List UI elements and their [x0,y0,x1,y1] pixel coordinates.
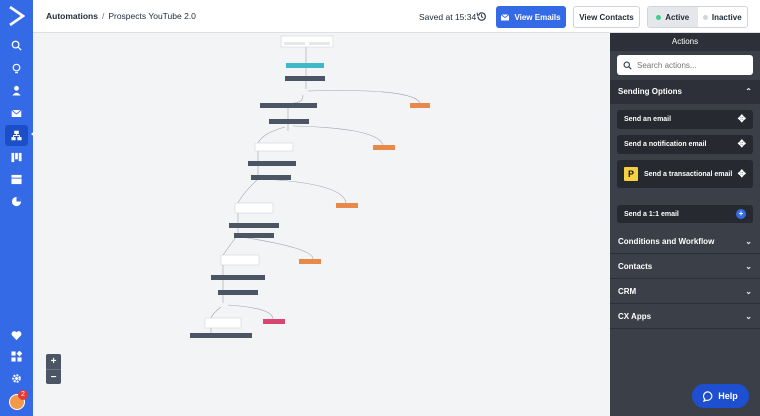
help-label: Help [718,391,738,401]
goal-node[interactable] [263,319,285,324]
pipeline-icon[interactable] [5,147,28,168]
left-nav: 2 [0,0,33,416]
chevron-down-icon: ⌄ [745,287,752,296]
action-search[interactable] [617,55,753,75]
action-node[interactable] [229,223,279,228]
inactive-dot-icon [702,14,708,20]
automation-name[interactable]: Prospects YouTube 2.0 [108,11,196,21]
drag-move-icon[interactable]: ✥ [737,168,746,180]
trigger-node[interactable] [280,35,334,48]
status-toggle: Active Inactive [647,6,748,28]
action-node[interactable] [218,290,258,295]
action-node[interactable] [234,233,274,238]
action-node[interactable] [285,76,325,81]
view-emails-label: View Emails [514,12,561,22]
actions-panel: Actions Sending Options⌃ Send an email✥ … [610,33,760,416]
status-active-label: Active [665,12,690,22]
status-inactive-label: Inactive [711,12,742,22]
chevron-down-icon: ⌄ [745,262,752,271]
workflow-diagram [190,35,430,338]
condition-branch-node[interactable] [336,203,358,208]
wait-node[interactable] [234,202,274,214]
action-card-label: Send a 1:1 email [624,210,679,218]
chevron-down-icon: ⌄ [745,312,752,321]
panel-title: Actions [610,33,760,51]
action-node[interactable] [251,175,291,180]
search-icon[interactable] [5,35,28,56]
condition-branch-node[interactable] [410,103,430,108]
heart-icon[interactable] [5,325,28,346]
contacts-icon[interactable] [5,80,28,101]
action-card-send-email[interactable]: Send an email ✥ [617,110,753,129]
chat-bubble-icon [703,390,713,402]
section-label: CRM [618,287,637,296]
condition-branch-node[interactable] [373,145,395,150]
action-card-send-transactional[interactable]: P Send a transactional email ✥ [617,160,753,188]
notification-badge: 2 [18,390,28,400]
email-icon[interactable] [5,103,28,124]
breadcrumb: Automations/Prospects YouTube 2.0 [46,11,196,21]
wait-node[interactable] [254,142,294,152]
wait-node[interactable] [204,317,242,329]
section-label: Conditions and Workflow [618,237,715,246]
section-contacts[interactable]: Contacts ⌄ [610,255,760,279]
top-bar: Automations/Prospects YouTube 2.0 Saved … [33,0,760,33]
action-node[interactable] [260,103,317,108]
action-card-send-notification[interactable]: Send a notification email ✥ [617,135,753,154]
drag-move-icon[interactable]: ✥ [737,114,746,125]
search-actions-input[interactable] [637,60,747,70]
status-active-option[interactable]: Active [648,7,698,27]
action-card-label: Send a notification email [624,141,707,148]
zoom-in-button[interactable]: + [50,356,57,367]
end-node[interactable] [190,333,252,338]
drag-move-icon[interactable]: ✥ [737,139,746,150]
condition-branch-node[interactable] [299,259,321,264]
history-icon[interactable] [476,11,487,22]
automations-icon[interactable] [5,125,28,146]
status-inactive-option[interactable]: Inactive [698,7,748,27]
chevron-up-icon: ⌃ [745,87,752,96]
action-card-label: Send an email [624,116,672,123]
zoom-controls: + − [46,354,61,384]
section-sending-options[interactable]: Sending Options ⌃ [610,80,760,104]
search-icon [623,60,632,70]
breadcrumb-separator: / [101,11,105,21]
action-node[interactable] [248,161,296,166]
add-plus-icon[interactable]: + [736,209,746,219]
section-crm[interactable]: CRM ⌄ [610,280,760,304]
view-emails-button[interactable]: View Emails [496,6,566,28]
lightbulb-icon[interactable] [5,58,28,79]
chevron-down-icon: ⌄ [745,237,752,246]
wait-node[interactable] [220,254,260,266]
action-node[interactable] [269,119,309,124]
forms-icon[interactable] [5,169,28,190]
settings-icon[interactable] [5,368,28,389]
section-label: Sending Options [618,87,682,96]
saved-status: Saved at 15:34 [419,12,477,22]
action-node[interactable] [211,275,265,280]
active-dot-icon [656,14,662,20]
help-button[interactable]: Help [692,384,749,408]
section-cx-apps[interactable]: CX Apps ⌄ [610,305,760,329]
action-card-label: Send a transactional email [644,170,733,178]
view-contacts-button[interactable]: View Contacts [573,6,640,28]
zoom-out-button[interactable]: − [46,369,61,384]
section-label: CX Apps [618,312,652,321]
breadcrumb-automations[interactable]: Automations [46,11,98,21]
action-card-send-1to1[interactable]: Send a 1:1 email + [617,205,753,223]
logo-icon[interactable] [8,6,25,26]
start-node[interactable] [286,63,324,68]
section-label: Contacts [618,262,653,271]
workflow-canvas[interactable]: + − [33,33,610,416]
apps-icon[interactable] [5,346,28,367]
section-conditions-workflow[interactable]: Conditions and Workflow ⌄ [610,230,760,254]
reports-icon[interactable] [5,191,28,212]
email-icon [501,13,510,20]
postmark-logo-icon: P [624,167,638,181]
